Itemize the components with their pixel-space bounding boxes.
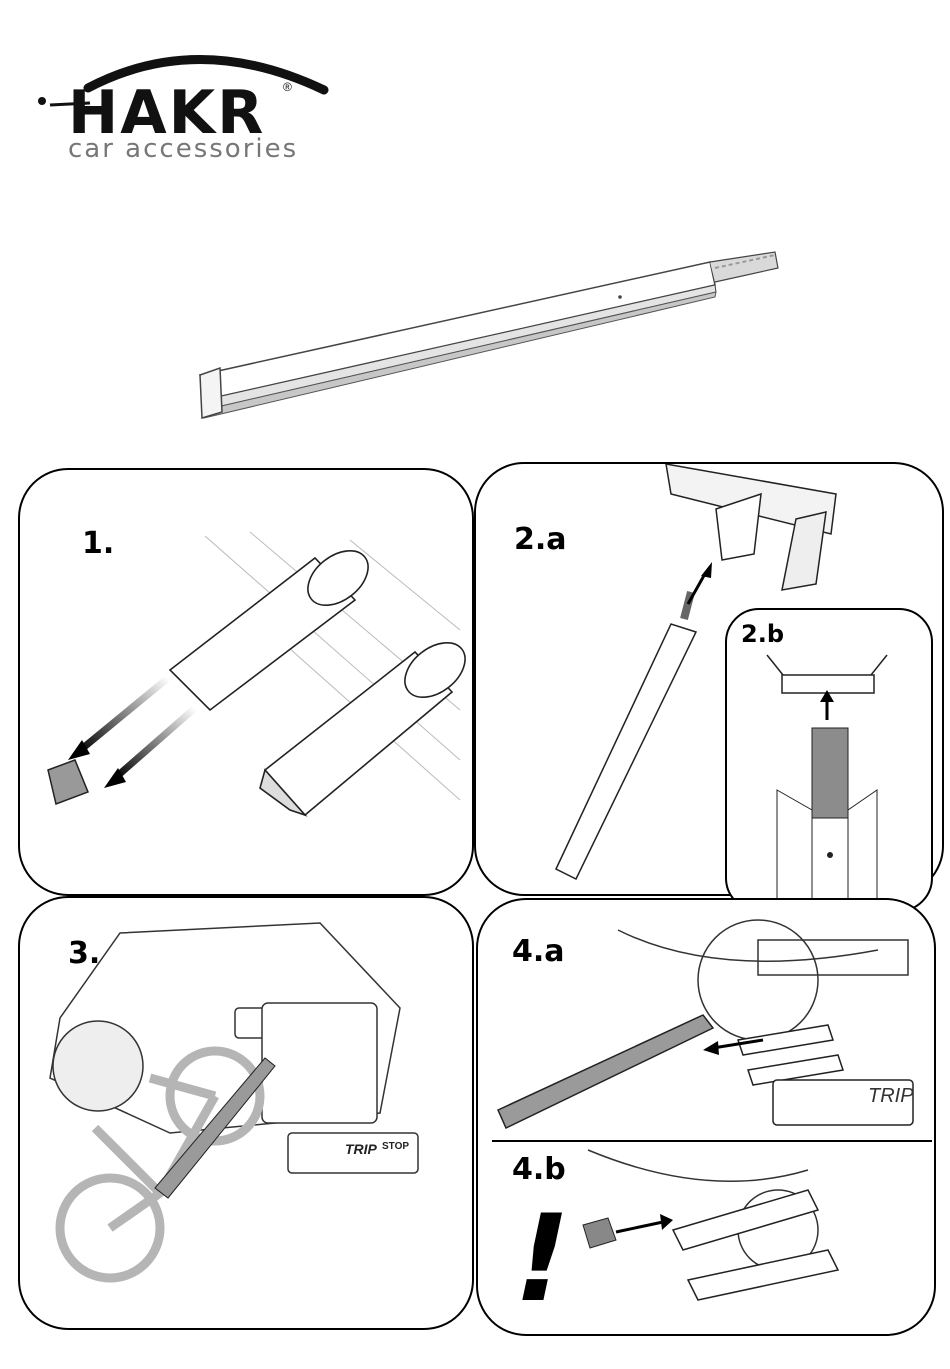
brand-tagline: car accessories [68,134,298,164]
step-1-illustration [20,470,472,894]
registered-mark: ® [283,80,292,94]
step-2b-inset: 2.b [725,608,933,912]
step-2b-illustration [727,610,931,910]
ramp-product-illustration [190,240,790,430]
step-4b-illustration [478,900,934,1334]
carrier-text-stop: STOP [382,1141,409,1152]
step-1-panel: 1. [18,468,474,896]
brand-logo: HAKR ® car accessories [28,40,338,170]
step-3-illustration [20,898,472,1328]
carrier-text-trip: TRIP [345,1141,377,1157]
step-3-panel: 3. TRIP STOP [18,896,474,1330]
step-4-panel: 4.a TRIP 4.b ! [476,898,936,1336]
